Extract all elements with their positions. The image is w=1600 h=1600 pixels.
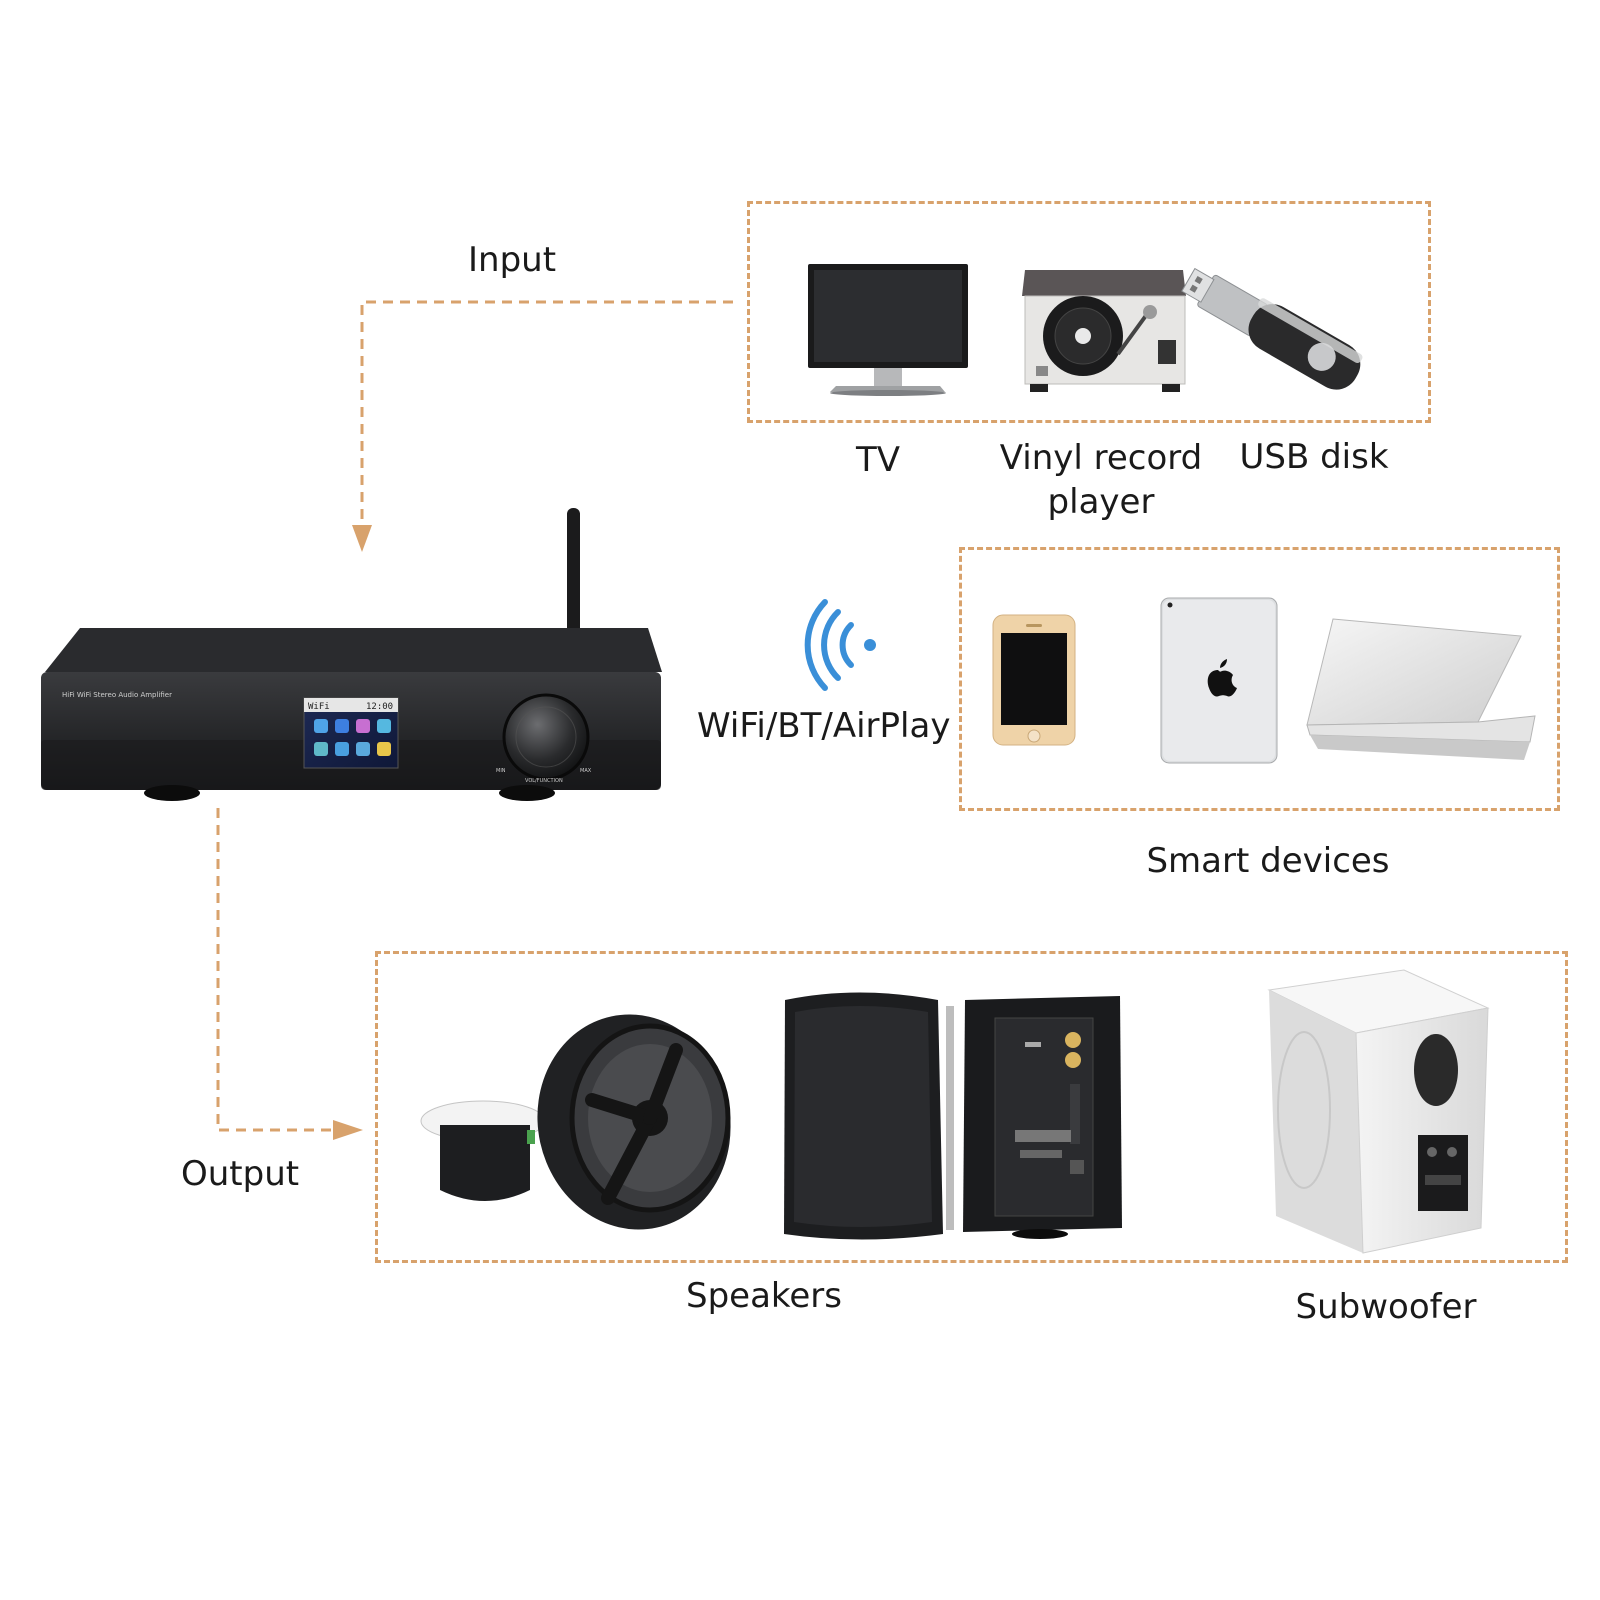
speaker-back-icon (963, 996, 1122, 1239)
antenna-icon (567, 508, 580, 634)
screen-mode-text: WiFi (308, 702, 330, 712)
output-label: Output (181, 1154, 300, 1194)
smartphone-icon (992, 614, 1076, 746)
source-label-tv: TV (855, 440, 901, 480)
input-sources-box (747, 201, 1431, 423)
output-speakers-box (375, 951, 1568, 1263)
turntable-icon (1022, 270, 1186, 392)
speakers-label: Speakers (685, 1276, 843, 1316)
usb-drive-icon (1181, 267, 1363, 390)
knob-min-text: MIN (496, 768, 506, 774)
amplifier-model-text: HiFi WiFi Stereo Audio Amplifier (62, 691, 172, 699)
ceiling-speaker-icon (420, 1014, 731, 1230)
wireless-label: WiFi/BT/AirPlay (697, 706, 951, 746)
subwoofer-icon (1267, 969, 1490, 1254)
knob-function-text: VOL/FUNCTION (525, 778, 563, 784)
wireless-signal-icon (804, 599, 876, 691)
smart-devices-box (959, 547, 1560, 811)
tablet-icon (1160, 597, 1278, 764)
amplifier-unit: HiFi WiFi Stereo Audio Amplifier WiFi 12… (41, 508, 662, 801)
speaker-front-icon (784, 992, 954, 1240)
input-label: Input (468, 240, 557, 280)
screen-time-text: 12:00 (366, 702, 393, 712)
input-arrow (352, 300, 733, 552)
tv-monitor-icon (808, 264, 968, 396)
volume-knob (502, 693, 590, 781)
source-label-vinyl: Vinyl record player (999, 438, 1203, 523)
knob-max-text: MAX (580, 768, 592, 774)
subwoofer-label: Subwoofer (1295, 1287, 1477, 1327)
source-label-usb: USB disk (1239, 437, 1389, 477)
smart-devices-label: Smart devices (1146, 841, 1390, 881)
laptop-icon (1306, 618, 1536, 760)
output-arrow (216, 808, 363, 1140)
